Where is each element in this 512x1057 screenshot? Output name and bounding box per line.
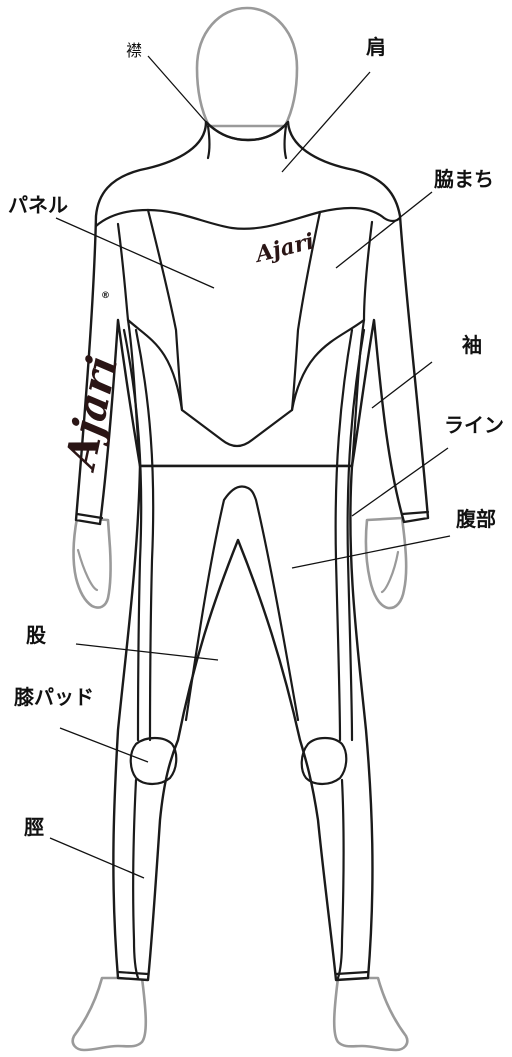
right-side-line-inner xyxy=(346,328,366,742)
label-sleeve: 袖 xyxy=(462,333,482,357)
crotch-leader xyxy=(75,643,219,661)
right-hand xyxy=(364,516,408,610)
wetsuit xyxy=(74,120,430,982)
side-leader xyxy=(335,191,433,269)
knee-pad-leader xyxy=(59,727,149,763)
registered-mark: ® xyxy=(101,291,110,301)
right-calf-seam xyxy=(336,778,345,980)
label-collar: 襟 xyxy=(126,41,142,60)
collar-seam xyxy=(204,120,290,142)
figure-skin xyxy=(71,6,409,1052)
collar-leader xyxy=(147,55,207,123)
crotch-gusset xyxy=(184,485,300,722)
collar-band xyxy=(206,124,288,160)
label-line: ライン xyxy=(444,413,504,437)
right-side-gusset xyxy=(290,210,322,412)
part-labels: 襟 肩 脇まち パネル 袖 ライン 腹部 股 膝パッド 脛 xyxy=(8,35,504,839)
line-leader xyxy=(351,447,449,517)
right-ankle-cuff xyxy=(334,970,370,976)
right-foot xyxy=(332,976,409,1052)
head xyxy=(195,6,299,128)
shoulder-leader xyxy=(281,71,371,173)
suit-lower-body xyxy=(112,464,374,982)
sleeve-leader xyxy=(371,361,433,409)
left-hand-thumb xyxy=(76,548,99,592)
sleeve-logo: Ajari xyxy=(55,351,127,476)
left-side-line-inner xyxy=(122,328,143,742)
left-ankle-cuff xyxy=(116,970,150,976)
leader-lines xyxy=(49,55,451,879)
abdomen-leader xyxy=(291,535,451,569)
right-cuff xyxy=(400,510,430,516)
label-side: 脇まち xyxy=(434,167,494,191)
label-shoulder: 肩 xyxy=(366,35,386,59)
left-side-line xyxy=(134,328,155,742)
right-hand-thumb xyxy=(380,550,400,594)
label-knee-pad: 膝パッド xyxy=(14,685,94,709)
right-knee-pad xyxy=(300,736,348,786)
right-arm-inner xyxy=(350,220,374,468)
left-calf-seam xyxy=(132,778,140,980)
left-cuff xyxy=(75,512,104,520)
left-side-gusset xyxy=(146,208,184,412)
shin-leader xyxy=(49,837,145,879)
chest-panel xyxy=(126,318,366,448)
left-knee-pad xyxy=(129,736,178,786)
label-panel: パネル xyxy=(8,193,68,217)
label-abdomen: 腹部 xyxy=(456,507,496,531)
left-foot xyxy=(71,976,148,1052)
label-shin: 脛 xyxy=(24,815,44,839)
left-hand xyxy=(72,516,112,609)
panel-leader xyxy=(55,217,215,289)
label-crotch: 股 xyxy=(26,623,46,647)
